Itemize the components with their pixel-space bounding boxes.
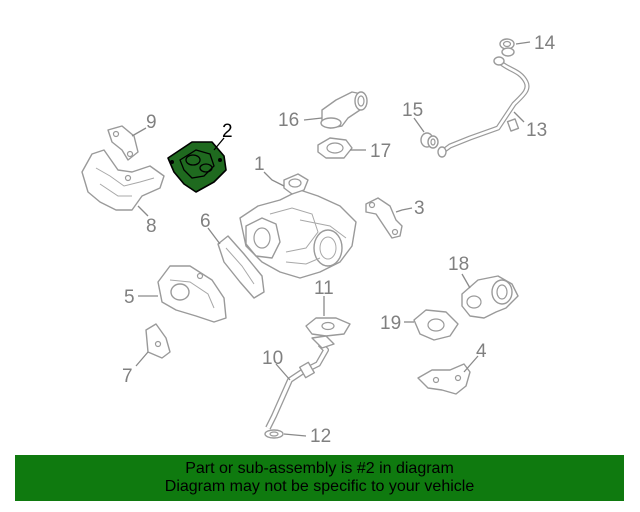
banner-line-2: Diagram may not be specific to your vehi… — [164, 478, 475, 495]
callout-1[interactable]: 1 — [254, 154, 265, 175]
callout-14[interactable]: 14 — [534, 33, 556, 54]
info-banner: Part or sub-assembly is #2 in diagram Di… — [15, 455, 624, 501]
callout-labels: 2 1 3 4 5 6 7 8 9 10 11 12 13 14 15 16 1… — [122, 33, 556, 447]
callout-11[interactable]: 11 — [314, 278, 334, 299]
part-12-gasket[interactable] — [264, 429, 284, 439]
leader-lines — [131, 41, 531, 437]
part-7-bracket[interactable] — [145, 323, 171, 359]
part-16-elbow[interactable] — [320, 91, 368, 129]
callout-2[interactable]: 2 — [222, 121, 233, 142]
callout-4[interactable]: 4 — [476, 341, 487, 362]
callout-5[interactable]: 5 — [124, 287, 135, 308]
part-6-gasket[interactable] — [217, 235, 265, 299]
part-14-seal[interactable] — [499, 38, 515, 57]
part-18-outlet[interactable] — [461, 275, 519, 319]
callout-19[interactable]: 19 — [380, 313, 401, 334]
callout-13[interactable]: 13 — [526, 120, 547, 141]
part-1-turbocharger[interactable] — [239, 173, 357, 279]
part-5-manifold[interactable] — [157, 265, 227, 323]
part-2-gasket-highlighted[interactable] — [167, 141, 227, 193]
part-13-line[interactable] — [437, 56, 530, 158]
callout-9[interactable]: 9 — [146, 112, 157, 133]
part-4-bracket[interactable] — [417, 363, 471, 395]
part-15-fitting[interactable] — [420, 132, 439, 149]
parts-diagram: 2 1 3 4 5 6 7 8 9 10 11 12 13 14 15 16 1… — [81, 33, 556, 447]
callout-10[interactable]: 10 — [262, 348, 283, 369]
part-11-gasket[interactable] — [305, 317, 351, 337]
banner-line-1: Part or sub-assembly is #2 in diagram — [185, 460, 454, 477]
callout-7[interactable]: 7 — [122, 366, 133, 387]
callout-3[interactable]: 3 — [414, 198, 425, 219]
callout-15[interactable]: 15 — [402, 100, 423, 121]
part-19-gasket[interactable] — [413, 309, 459, 341]
callout-17[interactable]: 17 — [370, 141, 391, 162]
part-10-pipe[interactable] — [265, 335, 335, 430]
part-9-bracket[interactable] — [107, 125, 139, 161]
callout-6[interactable]: 6 — [200, 211, 211, 232]
part-8-heat-shield[interactable] — [81, 149, 165, 211]
part-3-bracket[interactable] — [365, 197, 403, 239]
part-17-gasket[interactable] — [317, 137, 353, 159]
callout-18[interactable]: 18 — [448, 254, 469, 275]
callout-16[interactable]: 16 — [278, 110, 299, 131]
callout-12[interactable]: 12 — [310, 426, 331, 447]
callout-8[interactable]: 8 — [146, 216, 157, 237]
